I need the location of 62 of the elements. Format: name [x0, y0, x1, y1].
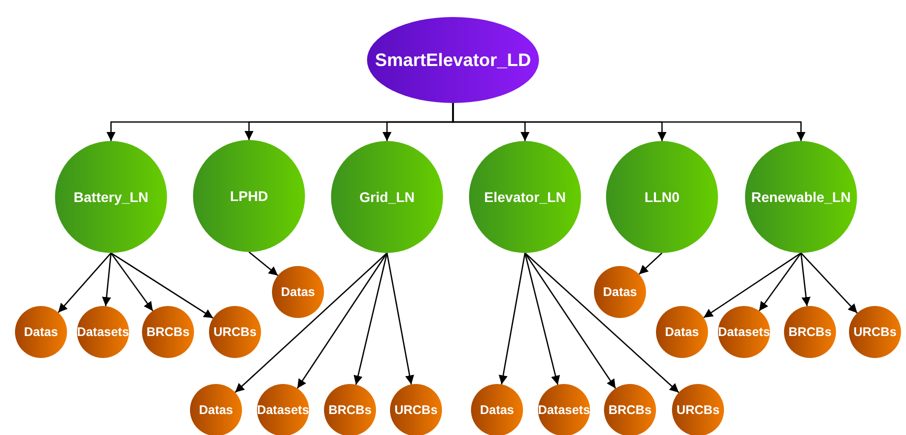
arrow	[58, 252, 112, 313]
circle-node	[604, 384, 656, 435]
node-label: Datas	[480, 403, 514, 417]
node-label: Battery_LN	[74, 189, 148, 205]
circle-node	[390, 384, 442, 435]
node-label: Datasets	[76, 325, 130, 339]
circle-node	[77, 306, 129, 358]
node-label: BRCBs	[608, 403, 652, 417]
arrow	[110, 252, 154, 312]
arrow	[800, 252, 858, 314]
arrow	[524, 252, 680, 393]
node-label: URCBs	[853, 325, 897, 339]
arrow	[452, 103, 806, 141]
arrow	[234, 252, 388, 393]
circle-node	[471, 384, 523, 435]
node-label: Elevator_LN	[484, 189, 566, 205]
arrow	[248, 252, 278, 276]
circle-node	[324, 384, 376, 435]
circle-node	[209, 306, 261, 358]
circle-node	[142, 306, 194, 358]
arrow	[800, 252, 811, 306]
arrow	[524, 252, 560, 385]
circle-node	[257, 384, 309, 435]
node-label: BRCBs	[788, 325, 832, 339]
arrow	[102, 252, 112, 306]
node-label: Datas	[280, 285, 316, 299]
arrow	[638, 252, 662, 275]
node-label: Datasets	[718, 325, 770, 339]
circle-node	[190, 384, 242, 435]
arrow	[524, 252, 616, 389]
circle-node	[849, 306, 901, 358]
node-label: URCBs	[394, 403, 438, 417]
arrow	[386, 252, 414, 385]
node-label: SmartElevator_LD	[374, 50, 532, 70]
arrow	[703, 252, 802, 318]
node-label: Datas	[24, 325, 58, 339]
circle-node	[272, 266, 324, 318]
node-label: Datasets	[538, 403, 590, 417]
node-label: Datas	[602, 285, 638, 299]
node-label: Datasets	[256, 403, 310, 417]
node-label: URCBs	[676, 403, 720, 417]
arrow	[758, 252, 802, 312]
node-label: Datas	[664, 325, 700, 339]
circle-node	[784, 306, 836, 358]
node-label: LPHD	[230, 188, 268, 204]
node-label: Datas	[198, 403, 234, 417]
arrow	[498, 252, 526, 385]
node-label: LLN0	[644, 189, 680, 205]
node-label: BRCBs	[146, 325, 190, 339]
node-label: Renewable_LN	[751, 189, 851, 205]
node-label: BRCBs	[328, 403, 372, 417]
arrow	[354, 252, 388, 385]
circle-node	[656, 306, 708, 358]
arrow	[110, 252, 214, 319]
arrow	[296, 252, 388, 389]
node-label: URCBs	[213, 325, 257, 339]
node-label: Grid_LN	[359, 189, 415, 205]
circle-node	[718, 306, 770, 358]
circle-node	[15, 306, 67, 358]
circle-node	[594, 266, 646, 318]
circle-node	[672, 384, 724, 435]
circle-node	[538, 384, 590, 435]
